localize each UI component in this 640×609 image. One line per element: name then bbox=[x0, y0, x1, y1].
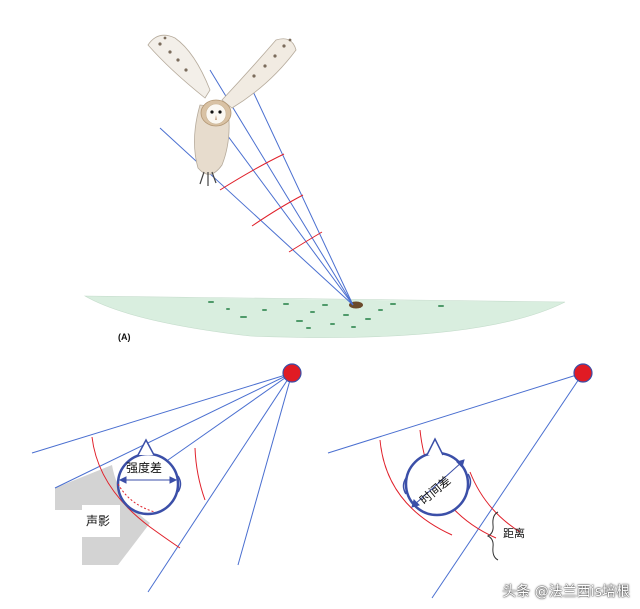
intensity-diagram: 声影 强度差 bbox=[31, 363, 302, 593]
time-diagram: 时间差 距离 bbox=[327, 363, 593, 599]
right-ear-right bbox=[467, 473, 472, 491]
left-ear-right bbox=[177, 475, 182, 493]
right-ear-left bbox=[402, 477, 407, 495]
shadow-label: 声影 bbox=[86, 514, 110, 528]
wavefront-arcs bbox=[219, 153, 323, 253]
right-rays bbox=[327, 372, 584, 599]
owl-panel: (A) bbox=[83, 34, 566, 342]
watermark: 头条 @法兰西is培根 bbox=[502, 584, 630, 600]
distance-brace bbox=[486, 511, 499, 561]
left-wavefronts bbox=[91, 436, 206, 549]
right-nose bbox=[426, 437, 444, 456]
ground-patch bbox=[83, 295, 566, 338]
intensity-arrow bbox=[118, 476, 178, 484]
panel-a-label: (A) bbox=[118, 332, 131, 342]
right-sound-source bbox=[573, 363, 593, 383]
sound-rays bbox=[159, 69, 354, 306]
barn-owl-illustration bbox=[147, 34, 297, 186]
left-nose bbox=[137, 438, 155, 456]
intensity-label: 强度差 bbox=[126, 460, 162, 475]
grass-tufts bbox=[208, 301, 444, 329]
left-rays bbox=[31, 372, 293, 593]
left-sound-source bbox=[282, 363, 302, 383]
shadow-label-box bbox=[82, 505, 120, 537]
time-arrow bbox=[411, 459, 465, 508]
distance-label: 距离 bbox=[503, 526, 525, 540]
